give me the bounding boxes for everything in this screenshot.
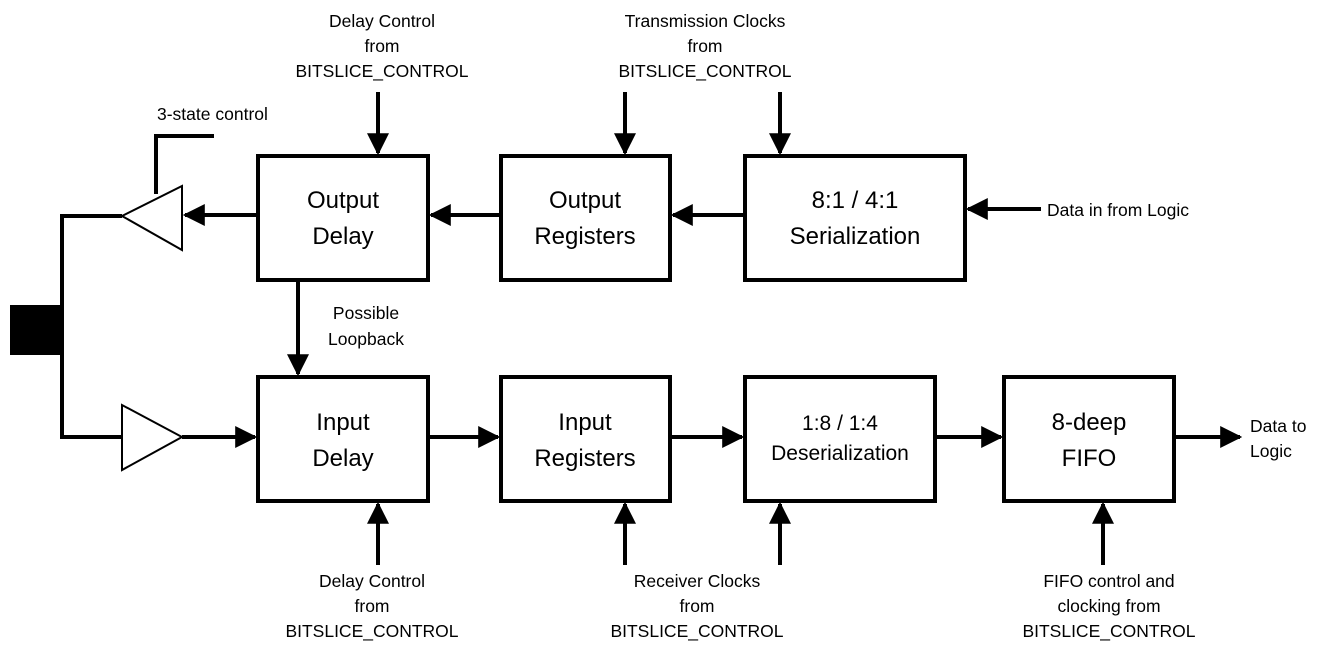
fifo-label-2: FIFO [1062,445,1117,472]
svg-text:BITSLICE_CONTROL: BITSLICE_CONTROL [285,621,458,642]
svg-text:Transmission Clocks: Transmission Clocks [625,11,786,31]
deserialization-label-1: 1:8 / 1:4 [802,412,878,435]
data-in-label: Data in from Logic [1047,200,1189,220]
output-registers-label-1: Output [549,187,621,214]
output-registers-label-2: Registers [534,223,635,250]
input-delay-label-1: Input [316,409,370,436]
svg-text:from: from [688,36,723,56]
svg-text:BITSLICE_CONTROL: BITSLICE_CONTROL [295,61,468,82]
input-delay-block: Input Delay [256,375,430,503]
svg-text:from: from [365,36,400,56]
pad-wire [60,214,122,439]
serialization-label-1: 8:1 / 4:1 [812,187,899,214]
loopback-note: Possible Loopback [328,303,404,349]
output-delay-label-2: Delay [312,223,373,250]
svg-text:clocking from: clocking from [1057,596,1160,616]
deserialization-label-2: Deserialization [771,442,909,465]
svg-text:BITSLICE_CONTROL: BITSLICE_CONTROL [1022,621,1195,642]
svg-text:Logic: Logic [1250,441,1292,461]
svg-text:from: from [355,596,390,616]
svg-text:FIFO control and: FIFO control and [1043,571,1174,591]
transmission-clocks-note: Transmission Clocks from BITSLICE_CONTRO… [618,11,791,82]
svg-text:BITSLICE_CONTROL: BITSLICE_CONTROL [610,621,783,642]
svg-text:Receiver Clocks: Receiver Clocks [634,571,761,591]
input-registers-label-2: Registers [534,445,635,472]
svg-text:BITSLICE_CONTROL: BITSLICE_CONTROL [618,61,791,82]
svg-text:Delay Control: Delay Control [319,571,425,591]
output-buffer-icon [119,184,183,252]
three-state-control-label: 3-state control [157,104,268,124]
input-delay-label-2: Delay [312,445,373,472]
input-registers-block: Input Registers [499,375,672,503]
svg-text:Loopback: Loopback [328,329,404,349]
svg-text:Data to: Data to [1250,416,1306,436]
output-delay-block: Output Delay [256,154,430,282]
svg-text:from: from [680,596,715,616]
fifo-control-note: FIFO control and clocking from BITSLICE_… [1022,571,1195,642]
svg-text:Possible: Possible [333,303,399,323]
delay-control-bottom-note: Delay Control from BITSLICE_CONTROL [285,571,458,642]
fifo-block: 8-deep FIFO [1002,375,1176,503]
fifo-label-1: 8-deep [1052,409,1127,436]
output-registers-block: Output Registers [499,154,672,282]
input-buffer-icon [121,403,185,472]
input-registers-label-1: Input [558,409,612,436]
output-delay-label-1: Output [307,187,379,214]
serialization-block: 8:1 / 4:1 Serialization [743,154,967,282]
deserialization-block: 1:8 / 1:4 Deserialization [743,375,937,503]
three-state-control-line [154,134,214,194]
serialization-label-2: Serialization [790,223,921,250]
data-to-logic-note: Data to Logic [1250,416,1306,461]
delay-control-top-note: Delay Control from BITSLICE_CONTROL [295,11,468,82]
svg-text:Delay Control: Delay Control [329,11,435,31]
receiver-clocks-note: Receiver Clocks from BITSLICE_CONTROL [610,571,783,642]
io-pad-icon [10,305,62,355]
